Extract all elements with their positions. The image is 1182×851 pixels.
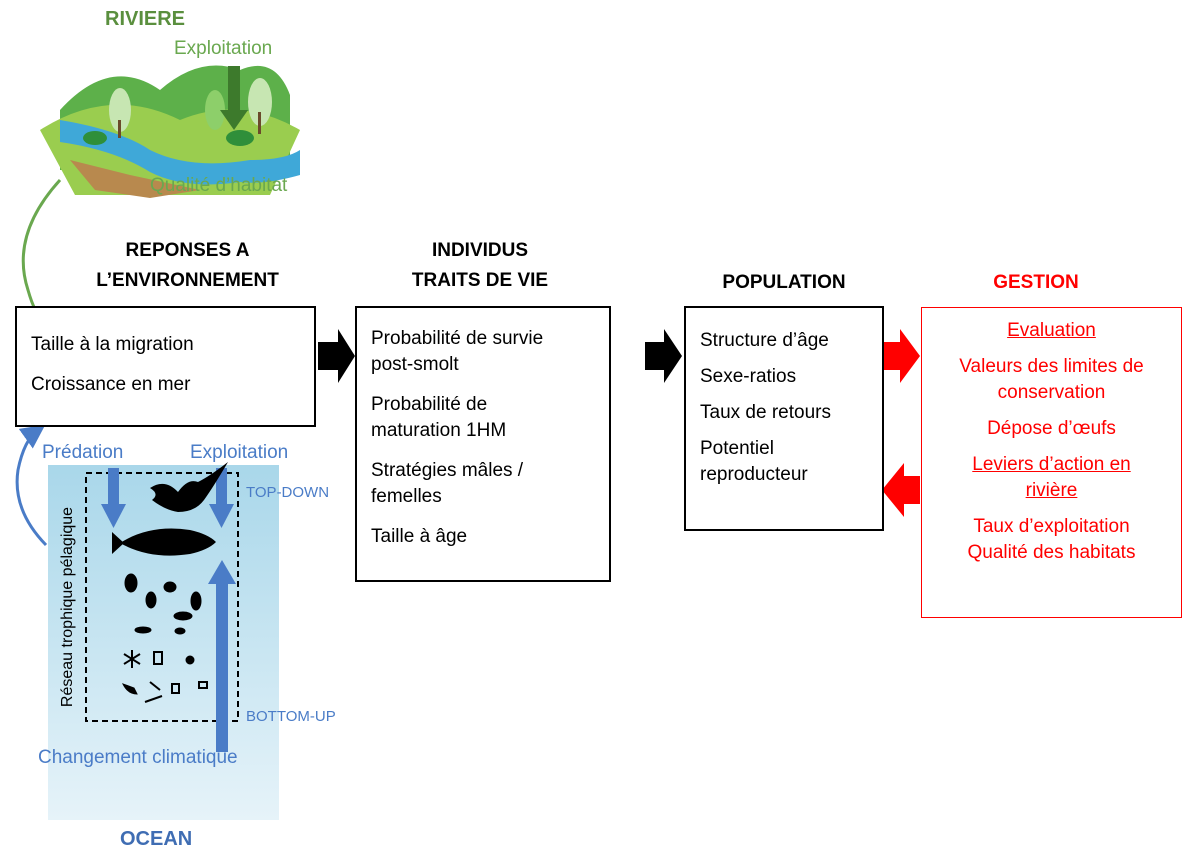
- river-exploitation-label: Exploitation: [174, 38, 273, 59]
- food-web-label: Réseau trophique pélagique: [59, 506, 76, 708]
- responses-header-line2: L’ENVIRONNEMENT: [96, 270, 279, 291]
- gestion-item-leviers: rivière: [1025, 480, 1078, 501]
- responses-header-line1: REPONSES A: [125, 240, 250, 261]
- population-item: reproducteur: [700, 464, 808, 485]
- responses-item: Taille à la migration: [31, 334, 194, 355]
- bottom-up-label: BOTTOM-UP: [246, 708, 336, 725]
- individus-item: post-smolt: [371, 354, 459, 375]
- gestion-item: Dépose d’œufs: [987, 418, 1116, 439]
- gestion-box: Evaluation Valeurs des limites de conser…: [921, 307, 1182, 618]
- individus-item: Probabilité de survie: [371, 328, 544, 349]
- arrow-gestion-to-population: [882, 463, 920, 517]
- individus-item: Taille à âge: [371, 526, 468, 547]
- individus-header: INDIVIDUS TRAITS DE VIE: [360, 236, 600, 296]
- bottom-up-arrow: [208, 560, 236, 752]
- responses-item: Croissance en mer: [31, 374, 191, 395]
- river-exploitation-arrow: [220, 66, 248, 130]
- individus-item: femelles: [371, 486, 442, 507]
- plankton-silhouettes: [121, 573, 208, 703]
- population-item: Structure d’âge: [700, 330, 829, 351]
- arrow-responses-to-individus: [318, 329, 355, 383]
- ocean-to-responses-arrow: [15, 424, 48, 547]
- responses-box: Taille à la migration Croissance en mer: [15, 306, 316, 427]
- individus-header-line2: TRAITS DE VIE: [411, 270, 549, 291]
- river-habitat-label: Qualité d’habitat: [150, 175, 288, 196]
- individus-item: Stratégies mâles /: [371, 460, 524, 481]
- individus-item: maturation 1HM: [371, 420, 507, 441]
- top-down-label: TOP-DOWN: [246, 484, 330, 501]
- individus-box: Probabilité de survie post-smolt Probabi…: [355, 306, 611, 582]
- bird-silhouette: [150, 462, 228, 512]
- river-to-responses-arrow: [21, 178, 62, 333]
- food-web-box: [85, 472, 239, 722]
- gestion-item: conservation: [997, 382, 1106, 403]
- ocean-title: OCEAN: [120, 828, 193, 850]
- ocean-exploitation-arrow: [209, 468, 234, 528]
- ocean-exploitation-label: Exploitation: [190, 442, 289, 463]
- salmon-silhouette: [112, 528, 216, 556]
- population-header: POPULATION: [722, 272, 846, 293]
- individus-item: Probabilité de: [371, 394, 488, 415]
- individus-header-line1: INDIVIDUS: [431, 240, 529, 261]
- population-item: Sexe-ratios: [700, 366, 797, 387]
- predation-arrow: [101, 468, 126, 528]
- gestion-header: GESTION: [993, 272, 1079, 293]
- ocean-predation-label: Prédation: [42, 442, 124, 463]
- arrow-population-to-gestion: [884, 329, 920, 383]
- population-item: Taux de retours: [700, 402, 831, 423]
- population-box: Structure d’âge Sexe-ratios Taux de reto…: [684, 306, 884, 531]
- gestion-item: Valeurs des limites de: [959, 356, 1144, 377]
- responses-header: REPONSES A L’ENVIRONNEMENT: [80, 236, 295, 296]
- arrow-individus-to-population: [645, 329, 682, 383]
- gestion-item-evaluation: Evaluation: [1007, 320, 1096, 341]
- climate-change-label: Changement climatique: [38, 747, 238, 768]
- gestion-item: Qualité des habitats: [967, 542, 1136, 563]
- gestion-item: Taux d’exploitation: [973, 516, 1130, 537]
- gestion-item-leviers: Leviers d’action en: [972, 454, 1131, 475]
- population-item: Potentiel: [700, 438, 774, 459]
- river-title: RIVIERE: [105, 8, 186, 30]
